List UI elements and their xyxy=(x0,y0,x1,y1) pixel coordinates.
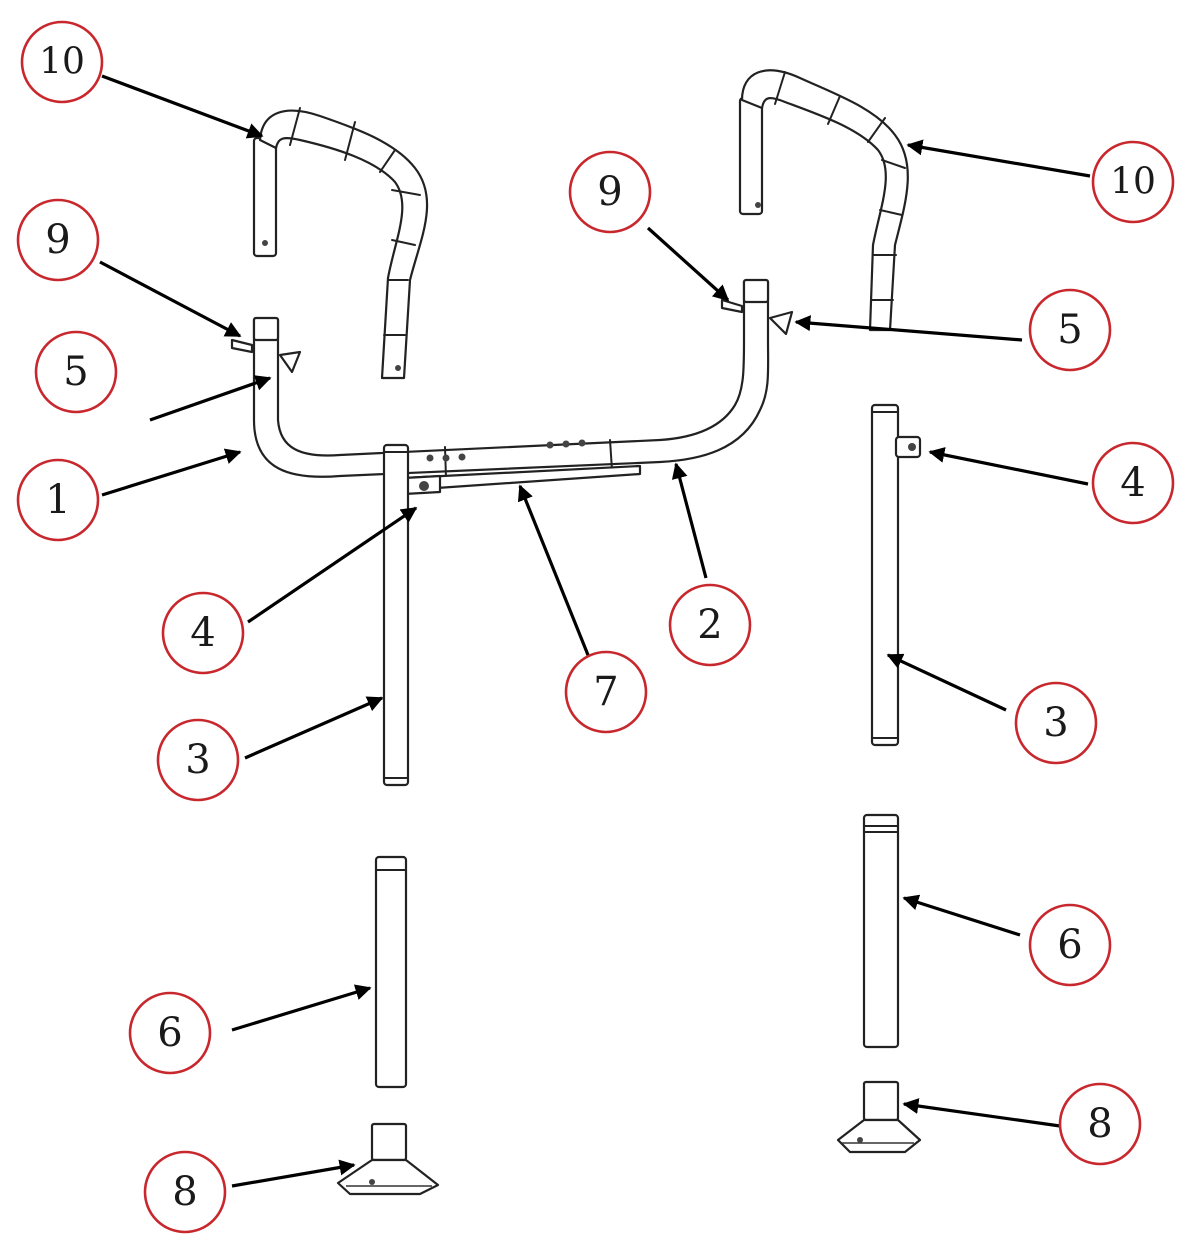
svg-text:7: 7 xyxy=(593,669,618,715)
svg-text:3: 3 xyxy=(185,737,210,783)
callout-6-right: 6 xyxy=(1028,903,1112,987)
callout-10-left: 10 xyxy=(20,20,104,104)
callout-2: 2 xyxy=(668,583,752,667)
svg-text:9: 9 xyxy=(597,169,622,215)
right-extension-part xyxy=(862,813,900,1049)
callout-5-right: 5 xyxy=(1028,288,1112,372)
left-handle-part xyxy=(252,107,429,380)
callout-9-left: 9 xyxy=(16,198,100,282)
svg-text:8: 8 xyxy=(1087,1101,1112,1147)
callout-3-left: 3 xyxy=(156,718,240,802)
callout-10-right: 10 xyxy=(1091,140,1175,224)
svg-text:10: 10 xyxy=(1110,162,1156,203)
right-handle-part xyxy=(738,69,909,332)
svg-text:5: 5 xyxy=(63,349,88,395)
svg-text:1: 1 xyxy=(45,477,70,523)
callout-6-left: 6 xyxy=(128,991,212,1075)
svg-text:6: 6 xyxy=(1057,922,1082,968)
callout-5-left: 5 xyxy=(34,330,118,414)
callout-3-right: 3 xyxy=(1014,681,1098,765)
callout-4-left: 4 xyxy=(161,591,245,675)
svg-text:4: 4 xyxy=(1120,460,1145,506)
left-foot-part xyxy=(336,1122,440,1196)
callout-9-right: 9 xyxy=(568,150,652,234)
left-leg-upper-part xyxy=(382,443,410,787)
right-leg-upper-part xyxy=(870,403,922,747)
main-frame-part xyxy=(230,278,794,479)
svg-text:9: 9 xyxy=(45,217,70,263)
callout-4-right: 4 xyxy=(1091,441,1175,525)
callout-1: 1 xyxy=(16,458,100,542)
callout-8-right: 8 xyxy=(1058,1082,1142,1166)
svg-text:6: 6 xyxy=(157,1010,182,1056)
svg-text:8: 8 xyxy=(172,1169,197,1215)
svg-text:4: 4 xyxy=(190,610,215,656)
svg-text:10: 10 xyxy=(39,42,85,83)
right-foot-part xyxy=(836,1080,922,1154)
callout-7: 7 xyxy=(564,650,648,734)
leader-lines xyxy=(99,74,1091,1188)
svg-text:5: 5 xyxy=(1057,307,1082,353)
callout-8-left: 8 xyxy=(143,1150,227,1234)
svg-text:2: 2 xyxy=(697,602,722,648)
svg-text:3: 3 xyxy=(1043,700,1068,746)
left-extension-part xyxy=(374,855,408,1089)
